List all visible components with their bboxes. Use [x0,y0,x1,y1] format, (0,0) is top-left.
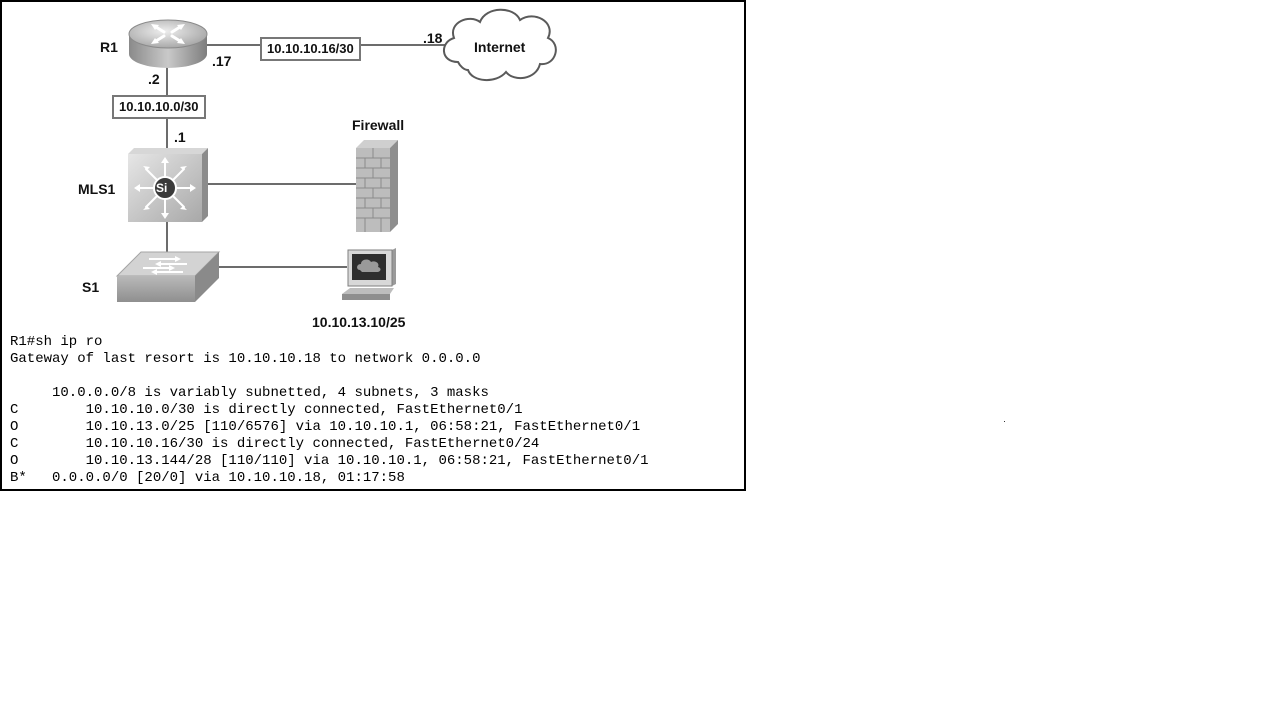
cli-line-blank [10,368,744,385]
pc-address-label: 10.10.13.10/25 [312,314,406,330]
switch-s1-icon [115,251,221,302]
cli-line-route: O 10.10.13.0/25 [110/6576] via 10.10.10.… [10,419,641,435]
cli-line-subnet-summary: 10.0.0.0/8 is variably subnetted, 4 subn… [10,385,489,401]
firewall-icon [356,140,398,232]
cli-line-route: C 10.10.10.16/30 is directly connected, … [10,436,540,452]
router-r1-icon [128,19,208,68]
r1-port-down-label: .2 [148,71,160,87]
internet-label: Internet [474,39,526,55]
mls1-port-up-label: .1 [174,129,186,145]
multilayer-switch-mls1-icon [128,148,208,222]
subnet-r1-mls1-label: 10.10.10.0/30 [112,95,206,119]
routing-table-output: R1#sh ip ro Gateway of last resort is 10… [10,334,744,487]
cli-line-command: R1#sh ip ro [10,334,103,350]
router-r1-label: R1 [100,39,118,55]
mls1-si-badge: Si [156,181,168,195]
subnet-r1-internet-label: 10.10.10.16/30 [260,37,361,61]
internet-port-label: .18 [423,30,443,46]
cli-line-gateway: Gateway of last resort is 10.10.10.18 to… [10,351,481,367]
link-mls1-firewall-line [205,183,357,185]
internet-cloud-icon [443,8,557,81]
switch-mls1-label: MLS1 [78,181,116,197]
stray-pixel-mark [1004,421,1005,422]
cli-line-route: C 10.10.10.0/30 is directly connected, F… [10,402,523,418]
r1-port-right-label: .17 [212,53,232,69]
network-diagram-figure: R1 .2 .17 10.10.10.16/30 10.10.10.0/30 I… [0,0,746,491]
link-s1-pc-line [217,266,347,268]
cli-line-default-route: B* 0.0.0.0/0 [20/0] via 10.10.10.18, 01:… [10,470,405,486]
link-mls1-s1-line [166,218,168,254]
cli-line-route: O 10.10.13.144/28 [110/110] via 10.10.10… [10,453,649,469]
pc-workstation-icon [342,248,396,300]
firewall-label: Firewall [352,117,405,133]
switch-s1-label: S1 [82,279,100,295]
